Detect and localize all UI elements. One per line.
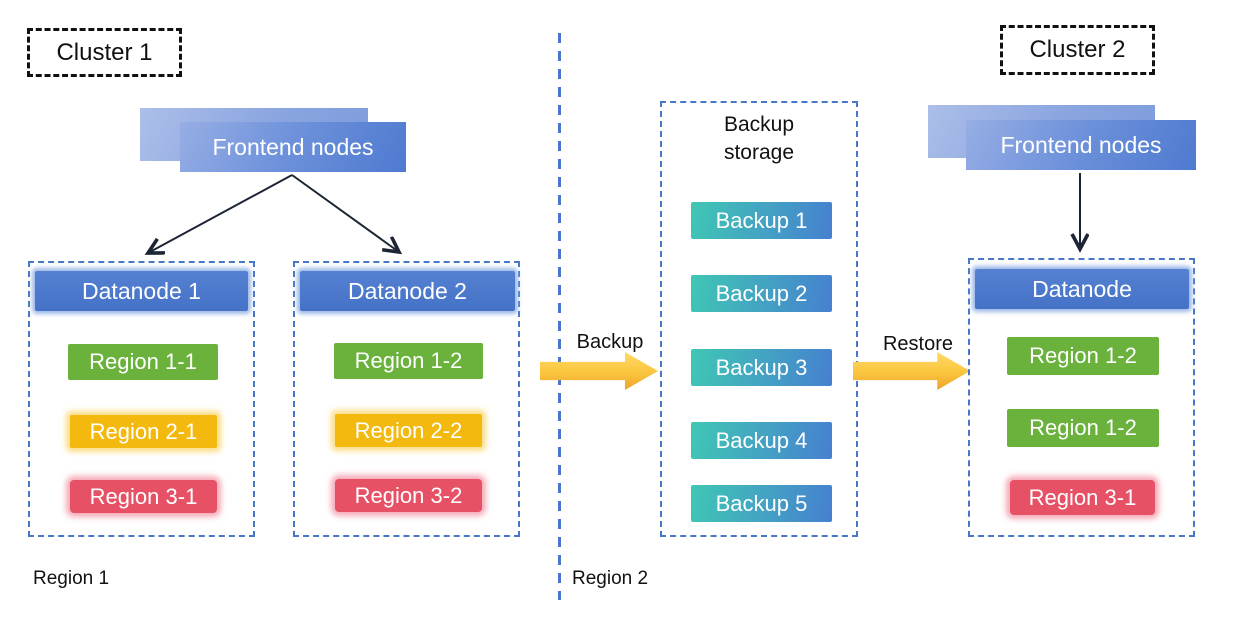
datanode2-header: Datanode 2 (300, 271, 515, 311)
cluster2-label: Cluster 2 (1029, 36, 1126, 63)
frontend-to-datanode1-arrow-icon (148, 174, 293, 253)
cluster2-frontend-node-box: Frontend nodes (966, 120, 1196, 170)
region-label: Region 3-1 (1028, 484, 1137, 510)
region-box: Region 2-2 (335, 414, 482, 447)
restore-arrow-icon (853, 352, 970, 390)
region-label: Region 1-2 (354, 348, 463, 373)
backup-item-label: Backup 1 (715, 207, 808, 233)
datanode2-title: Datanode 2 (348, 277, 467, 304)
region2-footer-label: Region 2 (572, 568, 649, 589)
cluster2-datanode-header: Datanode (975, 269, 1189, 309)
region-label: Region 3-2 (354, 482, 463, 508)
region-label: Region 3-1 (89, 483, 198, 509)
datanode1-header: Datanode 1 (35, 271, 248, 311)
region1-footer-label: Region 1 (33, 568, 110, 589)
region-label: Region 1-2 (1029, 415, 1137, 440)
region-separator-line (558, 33, 561, 600)
frontend-to-datanode2-arrow-icon (291, 174, 399, 252)
cluster1-frontend-label: Frontend nodes (212, 133, 374, 160)
backup-item: Backup 5 (691, 485, 832, 522)
cluster1-label-box: Cluster 1 (27, 28, 182, 77)
region-box: Region 1-1 (68, 344, 218, 380)
region-box: Region 3-1 (70, 480, 217, 513)
backup-item-label: Backup 3 (715, 354, 808, 380)
region-label: Region 2-1 (89, 418, 198, 444)
backup-item: Backup 2 (691, 275, 832, 312)
backup-item: Backup 1 (691, 202, 832, 239)
backup-item-label: Backup 2 (715, 280, 808, 306)
datanode1-title: Datanode 1 (82, 277, 201, 304)
cluster1-frontend-node-box: Frontend nodes (180, 122, 406, 172)
cluster1-label: Cluster 1 (56, 38, 153, 66)
restore-flow-label: Restore (882, 333, 954, 355)
cluster2-datanode-title: Datanode (1032, 275, 1132, 302)
cluster2-frontend-label: Frontend nodes (1000, 131, 1162, 158)
region-label: Region 1-1 (89, 349, 197, 374)
region-box: Region 2-1 (70, 415, 217, 448)
region-box: Region 1-2 (1007, 409, 1159, 447)
backup-item: Backup 4 (691, 422, 832, 459)
region-box: Region 3-2 (335, 479, 482, 512)
region-box: Region 1-2 (1007, 337, 1159, 375)
cluster2-datanode-container: Datanode Region 1-2 Region 1-2 Region 3-… (968, 258, 1195, 537)
region-label: Region 2-2 (354, 417, 463, 443)
backup-item-label: Backup 4 (715, 427, 808, 453)
backup-item: Backup 3 (691, 349, 832, 386)
datanode1-container: Datanode 1 Region 1-1 Region 2-1 Region … (28, 261, 255, 537)
cluster2-label-box: Cluster 2 (1000, 25, 1155, 75)
datanode2-container: Datanode 2 Region 1-2 Region 2-2 Region … (293, 261, 520, 537)
backup-flow-label: Backup (576, 331, 644, 353)
backup-storage-title: Backup storage (723, 113, 795, 165)
region-box: Region 1-2 (334, 343, 483, 379)
region-label: Region 1-2 (1029, 343, 1137, 368)
backup-storage-container: Backup storage Backup 1 Backup 2 Backup … (660, 101, 858, 537)
region-box: Region 3-1 (1010, 480, 1155, 515)
backup-item-label: Backup 5 (715, 490, 808, 516)
